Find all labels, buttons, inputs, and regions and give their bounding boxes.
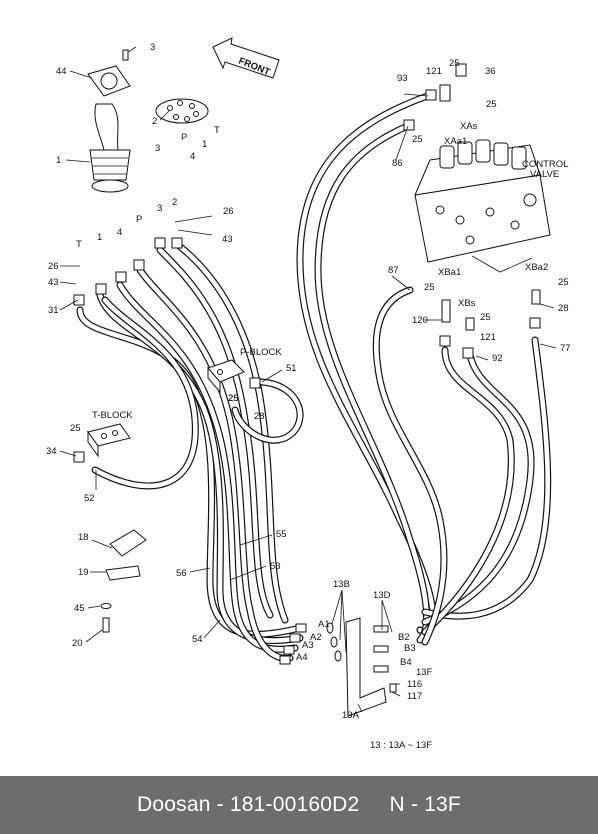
callout: 25	[486, 99, 497, 110]
callout: 1	[56, 155, 61, 166]
leader-lines	[59, 46, 557, 713]
callout: 45	[74, 603, 85, 614]
callout: P	[136, 214, 142, 225]
callout: 13D	[373, 590, 391, 601]
callout: 25	[480, 312, 491, 323]
callout: 20	[72, 638, 83, 649]
callout: T	[214, 125, 220, 136]
t-block-label: T-BLOCK	[92, 410, 133, 421]
callout: 86	[392, 158, 403, 169]
p-block	[207, 359, 245, 394]
diagram-sheet: FRONT CONTROL VALVE P-BLOCK T-BLOCK 13 :…	[46, 37, 571, 751]
callout-labels: FRONT CONTROL VALVE P-BLOCK T-BLOCK 13 :…	[46, 42, 571, 751]
callout: 120	[412, 315, 428, 326]
callout: 4	[117, 227, 122, 238]
bracket-13a	[345, 617, 387, 717]
port-a3: A3	[302, 640, 314, 651]
footer-part-number: 181-00160D2	[229, 793, 360, 816]
port-diagram	[155, 98, 209, 124]
callout: 25	[424, 282, 435, 293]
footer-gap	[359, 793, 389, 817]
callout: 51	[286, 363, 297, 374]
port-a4: A4	[296, 652, 308, 663]
callout: 3	[157, 203, 162, 214]
callout: 54	[192, 634, 203, 645]
t-block	[87, 423, 131, 458]
callout: 93	[397, 73, 408, 84]
port-b3: B3	[404, 643, 416, 654]
port-a1: A1	[318, 619, 330, 630]
callout: 2	[152, 116, 157, 127]
callout: 1	[97, 232, 102, 243]
port-xba1: XBa1	[438, 267, 461, 278]
port-xas: XAs	[460, 121, 478, 132]
fittings	[73, 63, 541, 693]
callout: 36	[485, 66, 496, 77]
callout: 3	[150, 42, 155, 53]
callout: 52	[84, 493, 95, 504]
footer-page: N - 13F	[389, 793, 461, 816]
footer-brand: Doosan	[137, 793, 211, 816]
control-valve	[414, 139, 551, 263]
callout: 19	[78, 567, 89, 578]
callout: 13B	[333, 579, 350, 590]
callout: T	[76, 239, 82, 250]
control-valve-label-1: CONTROL	[522, 159, 568, 170]
footer-bar: Doosan - 181-00160D2 N - 13F	[0, 776, 598, 834]
callout: 34	[46, 446, 57, 457]
hose-group	[76, 91, 552, 662]
callout: 77	[560, 343, 571, 354]
port-xaa1: XAa1	[444, 136, 467, 147]
callout: 43	[222, 234, 233, 245]
callout: 4	[190, 151, 195, 162]
callout: 92	[492, 353, 503, 364]
callout: 87	[388, 265, 399, 276]
callout: 2	[172, 197, 177, 208]
port-a2: A2	[310, 632, 322, 643]
front-arrow	[212, 37, 280, 79]
callout: 1	[202, 139, 207, 150]
callout: 117	[407, 691, 422, 702]
callout: 18	[78, 532, 89, 543]
callout: 28	[558, 303, 569, 314]
callout: P	[181, 132, 187, 143]
note-label: 13 : 13A ~ 13F	[370, 740, 432, 751]
port-xba2: XBa2	[525, 262, 548, 273]
callout: 26	[223, 206, 234, 217]
callout: 55	[276, 529, 287, 540]
callout: 25	[228, 393, 239, 404]
callout: 53	[270, 561, 281, 572]
callout: 56	[176, 568, 187, 579]
port-xbs: XBs	[458, 298, 476, 309]
callout: 13F	[416, 667, 433, 678]
callout: 28	[254, 411, 265, 422]
footer-separator: -	[210, 793, 230, 816]
joystick-assembly	[87, 49, 131, 193]
port-b2: B2	[398, 632, 410, 643]
callout: 31	[48, 305, 59, 316]
callout: 121	[480, 332, 496, 343]
callout: 25	[558, 277, 569, 288]
callout: 25	[228, 393, 239, 404]
callout: 121	[426, 66, 442, 77]
control-valve-label-2: VALVE	[530, 169, 559, 180]
callout: 3	[155, 143, 160, 154]
callout: 43	[48, 277, 59, 288]
callout: 25	[449, 58, 460, 69]
callout: 25	[412, 134, 423, 145]
p-block-label: P-BLOCK	[240, 347, 282, 358]
hydraulic-diagram: FRONT CONTROL VALVE P-BLOCK T-BLOCK 13 :…	[46, 37, 571, 751]
clamp-parts	[100, 529, 147, 633]
port-b4: B4	[400, 657, 412, 668]
callout: 44	[56, 66, 67, 77]
callout: 26	[48, 261, 59, 272]
callout: 116	[407, 679, 422, 690]
callout: 13A	[342, 710, 360, 721]
callout: 25	[70, 423, 81, 434]
